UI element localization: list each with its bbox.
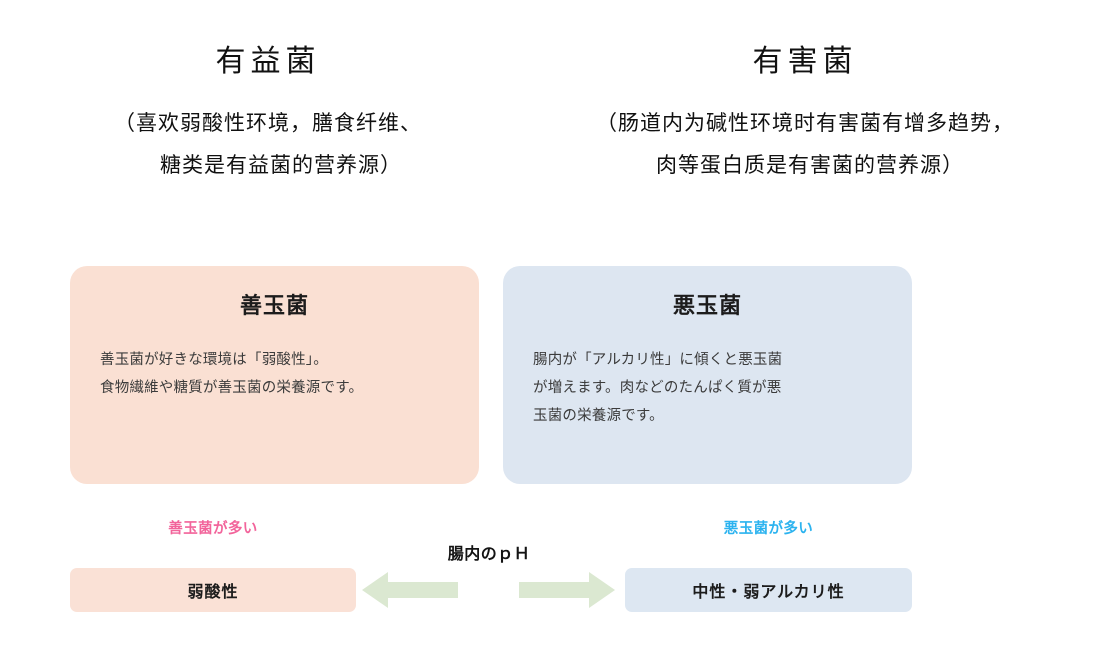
- card-good-bacteria-body-line-2: 食物繊維や糖質が善玉菌の栄養源です。: [100, 380, 364, 396]
- header-column-harmful: 有害菌 （肠道内为碱性环境时有害菌有增多趋势， 肉等蛋白质是有害菌的营养源）: [518, 0, 1092, 186]
- header-subtitle-harmful-line-1: （肠道内为碱性环境时有害菌有增多趋势，: [596, 111, 1014, 135]
- chinese-header: 有益菌 （喜欢弱酸性环境，膳食纤维、 糖类是有益菌的营养源） 有害菌 （肠道内为…: [0, 0, 1110, 250]
- ph-bar-weakly-acidic: 弱酸性: [70, 568, 356, 612]
- card-good-bacteria-body-line-1: 善玉菌が好きな環境は「弱酸性」。: [100, 352, 328, 368]
- arrow-left-icon: [362, 572, 458, 608]
- card-good-bacteria: 善玉菌 善玉菌が好きな環境は「弱酸性」。 食物繊維や糖質が善玉菌の栄養源です。: [70, 266, 479, 484]
- header-subtitle-beneficial: （喜欢弱酸性环境，膳食纤维、 糖类是有益菌的营养源）: [18, 102, 518, 186]
- card-bad-bacteria-title: 悪玉菌: [672, 293, 742, 318]
- header-subtitle-harmful-line-2: 肉等蛋白质是有害菌的营养源）: [656, 153, 964, 177]
- card-good-bacteria-title: 善玉菌: [239, 293, 309, 318]
- ph-label-more-good-bacteria: 善玉菌が多い: [168, 521, 258, 537]
- ph-scale: 善玉菌が多い 弱酸性 腸内のｐＨ 悪玉菌が多い 中性・弱アルカリ性: [0, 518, 1110, 628]
- ph-center-label: 腸内のｐＨ: [447, 546, 531, 563]
- card-bad-bacteria-body-line-2: が増えます。肉などのたんぱく質が悪: [533, 380, 782, 396]
- header-column-beneficial: 有益菌 （喜欢弱酸性环境，膳食纤维、 糖类是有益菌的营养源）: [18, 0, 518, 186]
- card-bad-bacteria: 悪玉菌 腸内が「アルカリ性」に傾くと悪玉菌 が増えます。肉などのたんぱく質が悪 …: [503, 266, 912, 484]
- header-title-beneficial: 有益菌: [215, 44, 321, 79]
- card-bad-bacteria-body-line-1: 腸内が「アルカリ性」に傾くと悪玉菌: [533, 352, 783, 368]
- header-title-harmful: 有害菌: [752, 44, 858, 79]
- ph-label-more-bad-bacteria: 悪玉菌が多い: [723, 521, 814, 537]
- ph-bar-neutral-weakly-alkaline: 中性・弱アルカリ性: [625, 568, 912, 612]
- info-cards: 善玉菌 善玉菌が好きな環境は「弱酸性」。 食物繊維や糖質が善玉菌の栄養源です。 …: [0, 266, 1110, 484]
- card-bad-bacteria-body: 腸内が「アルカリ性」に傾くと悪玉菌 が増えます。肉などのたんぱく質が悪 玉菌の栄…: [533, 346, 882, 430]
- header-subtitle-harmful: （肠道内为碱性环境时有害菌有增多趋势， 肉等蛋白质是有害菌的营养源）: [518, 102, 1092, 186]
- header-subtitle-beneficial-line-2: 糖类是有益菌的营养源）: [160, 153, 402, 177]
- card-bad-bacteria-body-line-3: 玉菌の栄養源です。: [533, 408, 664, 424]
- arrow-right-icon: [519, 572, 615, 608]
- header-subtitle-beneficial-line-1: （喜欢弱酸性环境，膳食纤维、: [114, 111, 422, 135]
- card-good-bacteria-body: 善玉菌が好きな環境は「弱酸性」。 食物繊維や糖質が善玉菌の栄養源です。: [100, 346, 449, 402]
